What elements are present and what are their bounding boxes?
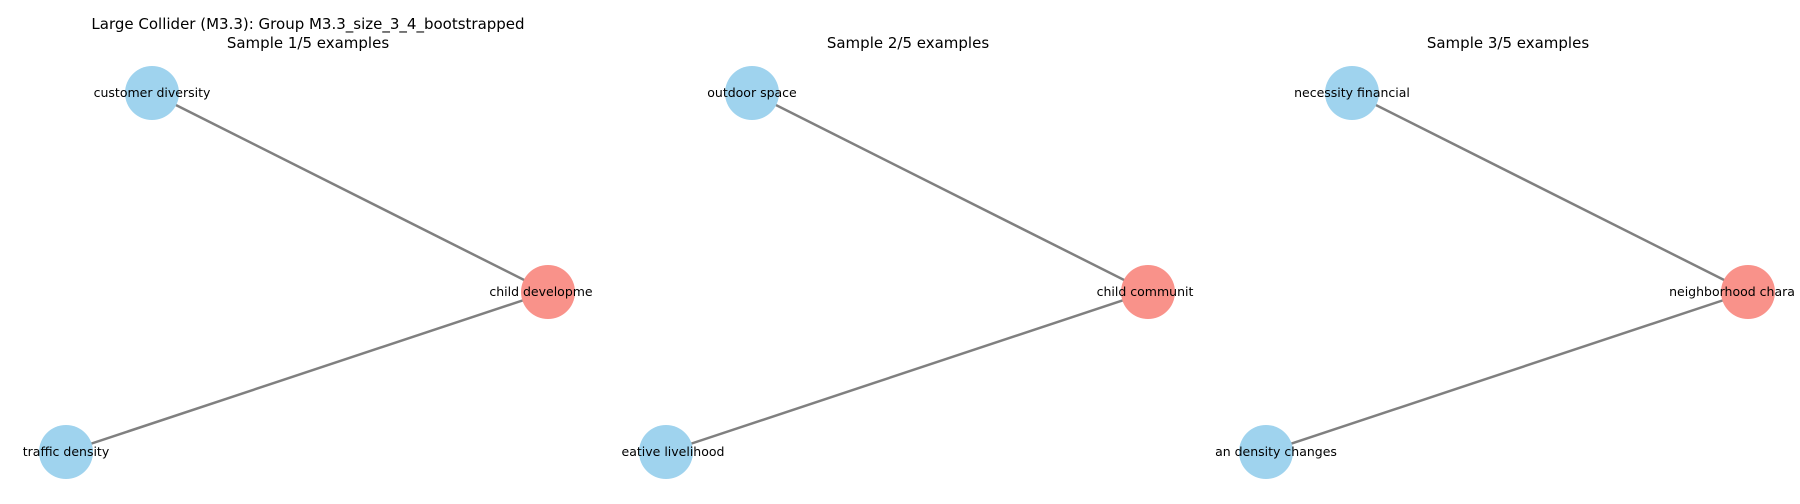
node-top[interactable]	[125, 66, 179, 120]
node-top-label: outdoor space	[707, 85, 797, 100]
node-collider-label: child developme	[489, 284, 593, 299]
edge-top-to-collider	[1351, 91, 1749, 294]
node-top-label: customer diversity	[94, 85, 211, 100]
node-top-label: necessity financial	[1294, 85, 1410, 100]
node-collider-label: child communit	[1097, 284, 1194, 299]
edge-top-to-collider	[751, 91, 1149, 294]
node-collider[interactable]	[1121, 265, 1175, 319]
node-collider[interactable]	[521, 265, 575, 319]
node-bottom-label: traffic density	[23, 444, 110, 459]
node-top[interactable]	[725, 66, 779, 120]
panel-3-title: Sample 3/5 examples	[1427, 34, 1589, 52]
panel-3: Sample 3/5 examples necessity financial …	[1215, 34, 1795, 479]
edge-bottom-to-collider	[1265, 290, 1749, 454]
node-bottom-label: eative livelihood	[622, 444, 725, 459]
node-bottom[interactable]	[39, 425, 93, 479]
edge-top-to-collider	[151, 91, 549, 294]
figure-suptitle: Large Collider (M3.3): Group M3.3_size_3…	[91, 15, 524, 34]
panel-2: Sample 2/5 examples outdoor space eative…	[622, 34, 1194, 479]
panel-1-title: Sample 1/5 examples	[227, 34, 389, 52]
node-bottom-label: an density changes	[1215, 444, 1337, 459]
edge-bottom-to-collider	[665, 290, 1149, 454]
node-bottom[interactable]	[639, 425, 693, 479]
panel-1: Sample 1/5 examples customer diversity t…	[23, 34, 593, 479]
edge-bottom-to-collider	[65, 290, 549, 454]
node-collider[interactable]	[1721, 265, 1775, 319]
node-bottom[interactable]	[1239, 425, 1293, 479]
panel-2-title: Sample 2/5 examples	[827, 34, 989, 52]
node-collider-label: neighborhood chara	[1669, 284, 1795, 299]
node-top[interactable]	[1325, 66, 1379, 120]
